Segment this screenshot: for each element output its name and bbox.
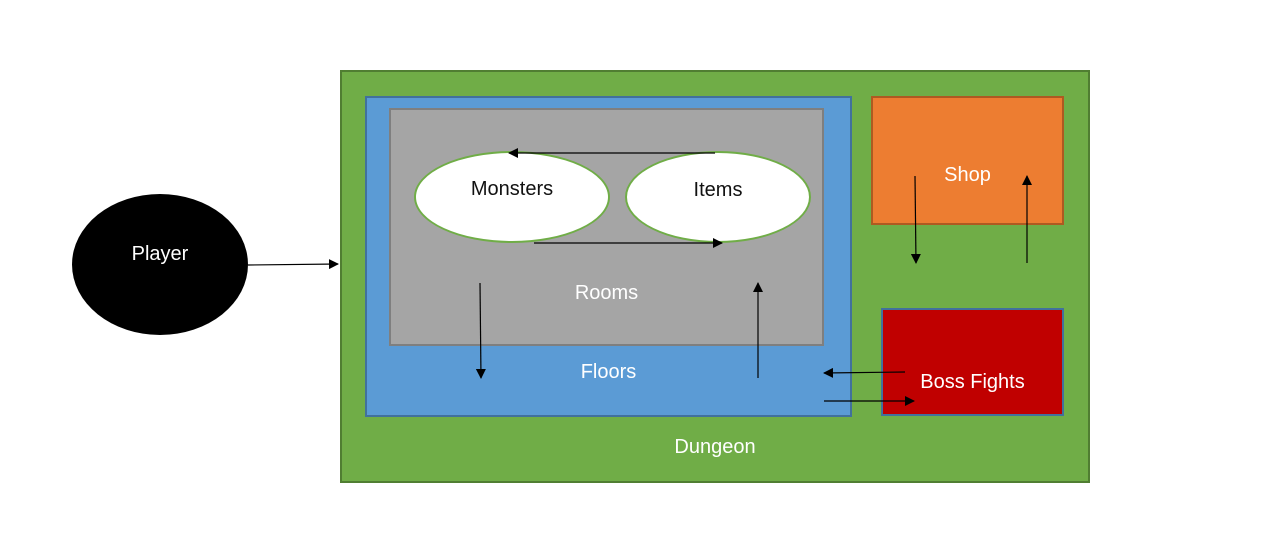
arrow-rooms-to-floors	[475, 282, 486, 379]
arrow-boss-to-floors	[823, 367, 906, 378]
rooms-label: Rooms	[574, 282, 639, 304]
dungeon-label: Dungeon	[674, 436, 756, 458]
items-label: Items	[693, 179, 743, 201]
player-node	[72, 194, 248, 335]
arrow-player-to-dungeon	[247, 259, 339, 270]
boss-fights-label: Boss Fights	[920, 371, 1025, 393]
monsters-node	[414, 151, 610, 243]
floors-label: Floors	[580, 361, 637, 383]
player-label: Player	[131, 243, 189, 265]
shop-node	[871, 96, 1064, 225]
shop-label: Shop	[944, 164, 991, 186]
arrow-shop-to-boss	[910, 175, 921, 264]
monsters-label: Monsters	[470, 178, 554, 200]
items-node	[625, 151, 811, 243]
boss-fights-node	[881, 308, 1064, 416]
